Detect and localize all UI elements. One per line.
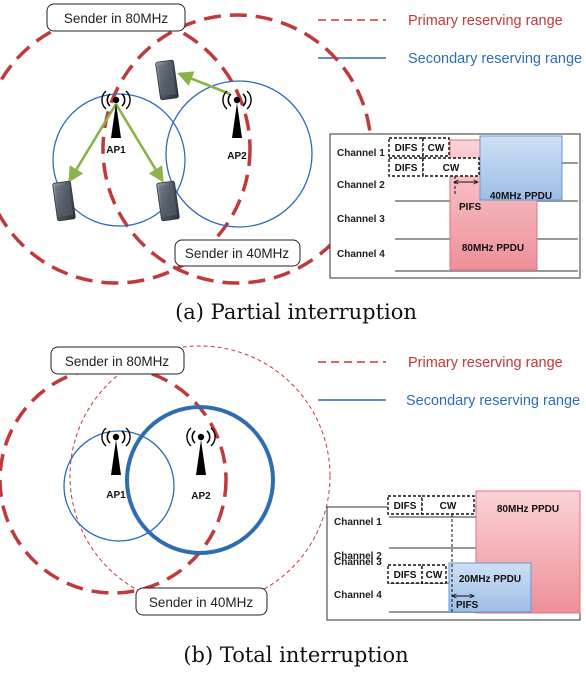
sender-80-label: Sender in 80MHz <box>65 354 170 369</box>
legend-primary-text: Primary reserving range <box>408 13 563 29</box>
ppdu-80-label: 80MHz PPDU <box>497 504 559 515</box>
tablet-device-icon <box>155 180 181 222</box>
difs-label: DIFS <box>394 570 417 581</box>
channel-3-label-visible: Channel 3 <box>334 557 382 568</box>
sender-40-label: Sender in 40MHz <box>185 246 290 261</box>
cw-slot <box>422 137 450 157</box>
ppdu-20-block <box>448 562 532 613</box>
sender-40-label: Sender in 40MHz <box>149 595 254 610</box>
ap2-label: AP2 <box>191 491 211 502</box>
arrow-ap1-to-device-right <box>114 103 164 183</box>
channel-4-label: Channel 4 <box>337 249 385 260</box>
ap1-label: AP1 <box>106 145 126 156</box>
sender-40-box <box>174 239 301 267</box>
pifs-label: PIFS <box>459 202 482 213</box>
cw-label: CW <box>426 570 443 581</box>
legend-secondary-text: Secondary reserving range <box>408 51 582 67</box>
sender-80-box <box>46 3 186 32</box>
secondary-range-ap1 <box>52 93 186 227</box>
channel-1-label: Channel 1 <box>337 148 385 159</box>
channel-2-label: Channel 2 <box>334 551 382 562</box>
ppdu-40-label: 40MHz PPDU <box>490 191 552 202</box>
primary-range-ap1 <box>0 365 228 595</box>
arrow-ap2-to-device-top <box>177 71 231 96</box>
sender-80-label: Sender in 80MHz <box>64 11 169 26</box>
tablet-device-icon <box>154 59 180 101</box>
antenna-icon <box>186 427 216 476</box>
arrow-ap1-to-device-left <box>68 103 118 183</box>
cw-label: CW <box>443 163 460 174</box>
difs-label: DIFS <box>394 501 417 512</box>
ppdu-40-block <box>479 135 563 201</box>
difs-label: DIFS <box>395 163 418 174</box>
legend-primary-text: Primary reserving range <box>408 355 563 371</box>
pifs-label: PIFS <box>456 600 479 611</box>
cw-label: CW <box>428 143 445 154</box>
caption-a: (a) Partial interruption <box>175 300 417 324</box>
panel-b: Primary reserving range Secondary reserv… <box>0 345 581 667</box>
channel-3-label: Channel 3 <box>337 214 385 225</box>
sender-40-box <box>135 587 268 616</box>
secondary-range-ap2 <box>125 405 275 555</box>
cw-slot <box>421 564 447 584</box>
tablet-device-icon <box>51 180 77 222</box>
antenna-icon <box>101 427 131 476</box>
sender-80-box <box>50 346 185 375</box>
channel-4-label: Channel 4 <box>334 590 382 601</box>
caption-b: (b) Total interruption <box>183 643 408 667</box>
ppdu-80-label: 80MHz PPDU <box>462 243 524 254</box>
cw-slot <box>421 495 475 515</box>
secondary-range-ap1 <box>63 430 175 542</box>
legend-secondary-text: Secondary reserving range <box>406 393 580 409</box>
cw-label: CW <box>440 501 457 512</box>
channel-1-label: Channel 1 <box>334 517 382 528</box>
channel-2-label: Channel 2 <box>337 180 385 191</box>
ap2-label: AP2 <box>227 151 247 162</box>
ppdu-20-label: 20MHz PPDU <box>459 574 521 585</box>
primary-range-ap2 <box>69 345 331 607</box>
panel-a: Primary reserving range Secondary reserv… <box>0 3 582 324</box>
timeline-a: Channel 1 Channel 2 Channel 3 Channel 4 … <box>329 133 581 279</box>
difs-label: DIFS <box>395 143 418 154</box>
cw-slot <box>422 157 480 177</box>
secondary-range-ap2 <box>165 80 313 228</box>
ap1-label: AP1 <box>106 490 126 501</box>
timeline-b: Channel 1 Channel 2 Channel 3 Channel 3 … <box>326 490 581 621</box>
